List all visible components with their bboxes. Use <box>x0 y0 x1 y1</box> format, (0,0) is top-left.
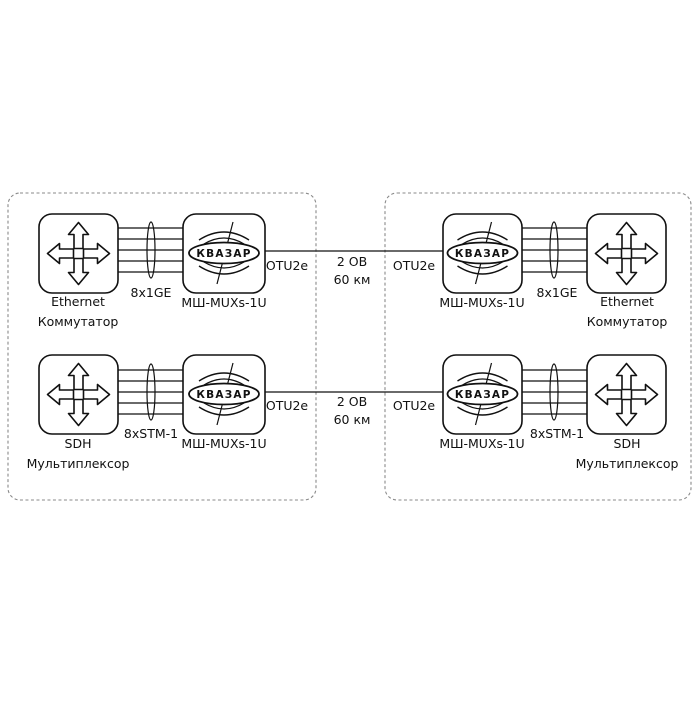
port-label-left-row2: OTU2e <box>266 398 309 413</box>
device-type-left-row1: Коммутатор <box>38 314 119 329</box>
bundle-lines-left-row2 <box>118 363 183 421</box>
port-label-left-row1: OTU2e <box>266 258 309 273</box>
site-right-frame <box>384 192 692 501</box>
device-type-right-row1: Коммутатор <box>587 314 668 329</box>
bundle-lines-left-row1 <box>118 221 183 279</box>
device-type-right-row2: Мультиплексор <box>576 456 679 471</box>
mux-right-row1: КВАЗАР <box>442 213 523 294</box>
mux-logo-text: КВАЗАР <box>455 389 510 401</box>
device-name-right-row2: SDH <box>614 436 641 451</box>
mux-model-left-row2: МШ-MUXs-1U <box>181 436 266 451</box>
bundle-label-left-row2: 8xSTM-1 <box>124 426 178 441</box>
device-name-right-row1: Ethernet <box>600 294 654 309</box>
bundle-lines-right-row2 <box>522 363 587 421</box>
mux-model-right-row1: МШ-MUXs-1U <box>439 295 524 310</box>
mux-left-row2: КВАЗАР <box>182 354 266 435</box>
ethernet-switch-left <box>38 213 119 294</box>
device-name-left-row1: Ethernet <box>51 294 105 309</box>
mux-logo-text: КВАЗАР <box>196 248 251 260</box>
link-distance-row1: 60 км <box>334 272 371 287</box>
mux-right-row2: КВАЗАР <box>442 354 523 435</box>
bundle-lines-right-row1 <box>522 221 587 279</box>
link-distance-row2: 60 км <box>334 412 371 427</box>
bundle-label-right-row2: 8xSTM-1 <box>530 426 584 441</box>
port-label-right-row1: OTU2e <box>393 258 436 273</box>
device-name-left-row2: SDH <box>65 436 92 451</box>
mux-logo-text: КВАЗАР <box>196 389 251 401</box>
bundle-label-right-row1: 8x1GE <box>537 285 578 300</box>
mux-logo-text: КВАЗАР <box>455 248 510 260</box>
bundle-label-left-row1: 8x1GE <box>131 285 172 300</box>
sdh-multiplexer-left <box>38 354 119 435</box>
device-type-left-row2: Мультиплексор <box>27 456 130 471</box>
port-label-right-row2: OTU2e <box>393 398 436 413</box>
mux-left-row1: КВАЗАР <box>182 213 266 294</box>
mux-model-left-row1: МШ-MUXs-1U <box>181 295 266 310</box>
link-fibers-row2: 2 ОВ <box>337 394 367 409</box>
ethernet-switch-right <box>586 213 667 294</box>
mux-model-right-row2: МШ-MUXs-1U <box>439 436 524 451</box>
sdh-multiplexer-right <box>586 354 667 435</box>
link-fibers-row1: 2 ОВ <box>337 254 367 269</box>
